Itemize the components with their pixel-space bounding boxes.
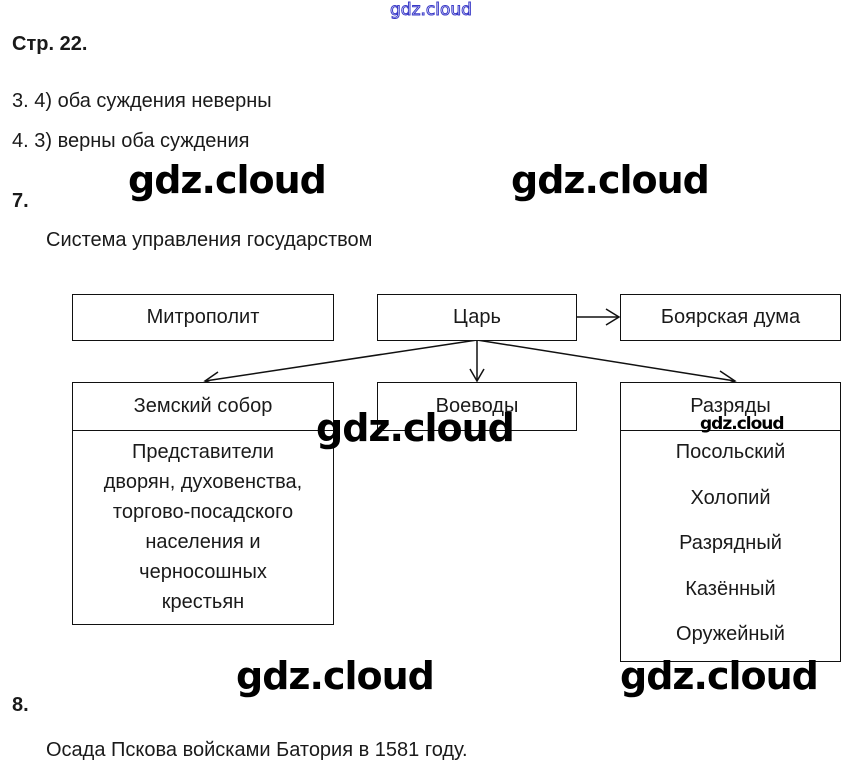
task7-number: 7. xyxy=(12,190,29,212)
zemsky-sobor-members: Представители дворян, духовенства, торго… xyxy=(72,430,334,625)
watermark: gdz.cloud xyxy=(700,414,785,434)
box-tsar: Царь xyxy=(377,294,577,341)
prikaz-item: Разрядный xyxy=(679,532,782,554)
member-line: населения и xyxy=(145,531,261,553)
answer-3: 3. 4) оба суждения неверны xyxy=(12,90,272,112)
watermark: gdz.cloud xyxy=(511,158,710,202)
member-line: торгово-посадского xyxy=(112,501,294,523)
box-razryady: Разряды xyxy=(620,382,841,431)
box-metropolitan: Митрополит xyxy=(72,294,334,341)
watermark: gdz.cloud xyxy=(236,654,435,698)
prikazy-list: Посольский Холопий Разрядный Казённый Ор… xyxy=(620,430,841,662)
task8-text: Осада Пскова войсками Батория в 1581 год… xyxy=(46,739,468,761)
member-line: крестьян xyxy=(161,591,245,613)
task7-title: Система управления государством xyxy=(46,229,373,251)
member-line: Представители xyxy=(132,441,274,463)
arrow-tsar-razryady xyxy=(476,339,736,382)
member-line: дворян, духовенства, xyxy=(103,471,303,493)
prikaz-item: Холопий xyxy=(690,486,771,509)
prikaz-item: Казённый xyxy=(685,577,776,600)
watermark: gdz.cloud xyxy=(128,158,327,202)
watermark: gdz.cloud xyxy=(390,0,473,21)
arrow-tsar-sobor xyxy=(204,339,478,382)
watermark: gdz.cloud xyxy=(620,654,819,698)
prikaz-item: Оружейный xyxy=(676,623,785,645)
prikaz-item: Посольский xyxy=(675,441,786,463)
box-zemsky-sobor: Земский собор xyxy=(72,382,334,431)
task8-number: 8. xyxy=(12,694,29,716)
answer-4: 4. 3) верны оба суждения xyxy=(12,130,250,152)
watermark: gdz.cloud xyxy=(316,406,515,450)
box-boyar-duma: Боярская дума xyxy=(620,294,841,341)
page-header: Стр. 22. xyxy=(12,33,88,55)
box-voevody: Воеводы xyxy=(377,382,577,431)
member-line: черносошных xyxy=(139,561,267,583)
